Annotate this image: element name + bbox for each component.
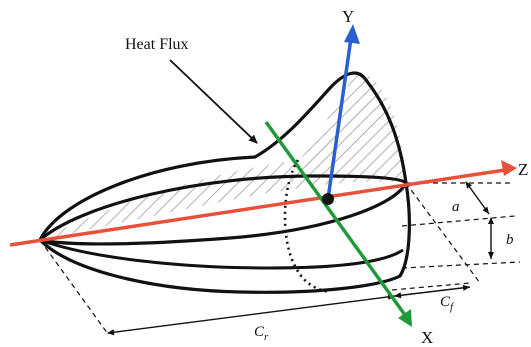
hatched-cross-section xyxy=(40,72,405,240)
upper-lobe-outline xyxy=(38,71,408,241)
z-axis-label: Z xyxy=(518,160,528,179)
y-axis-label: Y xyxy=(342,7,354,26)
middle-contour xyxy=(39,238,404,270)
dim-cf-label: Cf xyxy=(440,294,455,313)
heat-flux-label: Heat Flux xyxy=(125,36,189,53)
heat-flux-pointer xyxy=(169,59,258,144)
y-axis xyxy=(326,24,360,200)
dim-cr-label: Cr xyxy=(254,324,269,343)
dim-a-arrow xyxy=(465,181,490,215)
dim-a-label: a xyxy=(452,199,460,215)
dim-cr-arrow xyxy=(107,293,396,336)
dim-b-label: b xyxy=(506,232,514,248)
z-axis xyxy=(9,160,517,247)
lower-lobe-outline xyxy=(38,182,411,294)
x-axis-label: X xyxy=(421,328,433,347)
origin-dot-icon xyxy=(322,193,334,205)
dim-cf-arrow xyxy=(394,284,471,299)
x-axis xyxy=(264,120,412,327)
